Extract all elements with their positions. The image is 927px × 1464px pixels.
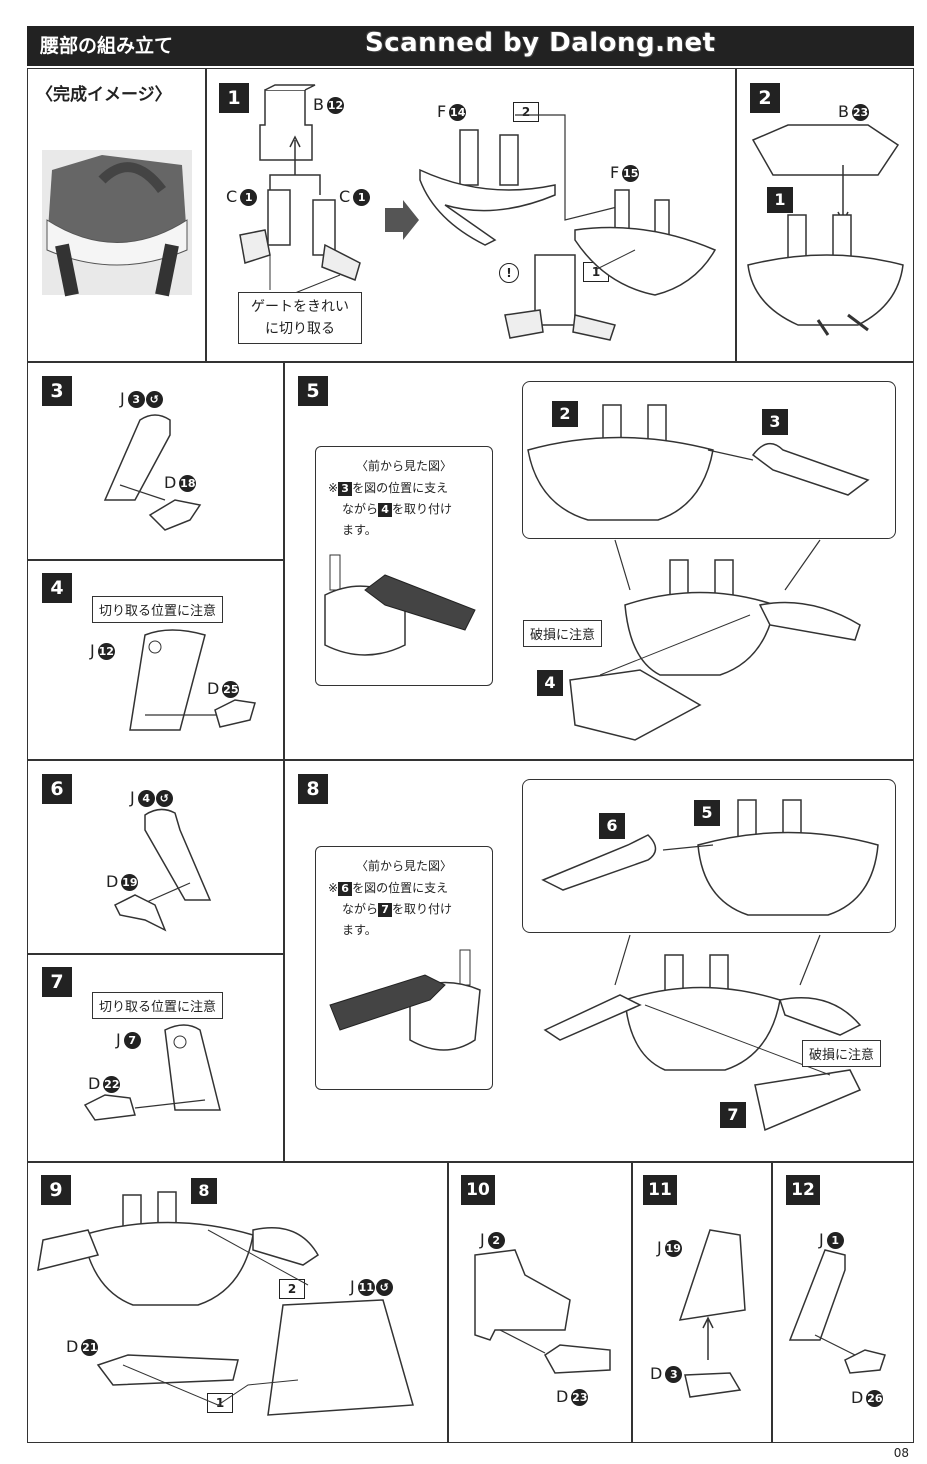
- sequence-1-marker-9: 1: [207, 1392, 233, 1413]
- step5-subassembly-3: 3: [762, 409, 788, 435]
- step8-number: 8: [298, 774, 328, 804]
- step2-drawing: [747, 124, 904, 336]
- header-bar: [27, 26, 914, 66]
- step8-detail-drawing: [541, 799, 879, 916]
- arrow-right-icon: [385, 200, 419, 240]
- step10-number: 10: [461, 1175, 495, 1205]
- damage-caution-5: 破損に注意: [523, 620, 603, 647]
- step4-panel: [27, 559, 285, 761]
- step9-subassembly-8: 8: [191, 1178, 217, 1204]
- callout-pointer-5: [614, 539, 821, 591]
- step5-subassembly-2: 2: [552, 401, 578, 427]
- preview-image: [42, 150, 192, 297]
- preview-panel: [27, 68, 207, 363]
- step5-number: 5: [298, 376, 328, 406]
- step11-number: 11: [643, 1175, 677, 1205]
- watermark: Scanned by Dalong.net: [365, 28, 716, 58]
- step12-number: 12: [786, 1175, 820, 1205]
- front-view-drawing-5: [324, 554, 476, 656]
- step2-subassembly-1: 1: [767, 187, 793, 213]
- step12-panel: [771, 1161, 914, 1443]
- step8-panel: [283, 759, 914, 1163]
- step6-drawing: [113, 808, 212, 932]
- step3-number: 3: [42, 376, 72, 406]
- preview-title: 〈完成イメージ〉: [36, 85, 172, 105]
- front-view-title-8: 〈前から見た図〉: [355, 859, 452, 873]
- step3-panel: [27, 361, 285, 561]
- step3-drawing: [103, 414, 202, 531]
- sequence-2-marker: 2: [513, 101, 539, 122]
- warning-icon: !: [499, 262, 519, 283]
- sequence-2-marker-9: 2: [279, 1278, 305, 1299]
- cut-position-caution-7: 切り取る位置に注意: [92, 992, 224, 1019]
- step6-number: 6: [42, 774, 72, 804]
- step7-panel: [27, 953, 285, 1163]
- step5-assembly-drawing: [569, 559, 861, 741]
- step8-subassembly-7: 7: [720, 1102, 746, 1128]
- step5-subassembly-4: 4: [537, 670, 563, 696]
- step5-detail-drawing: [527, 404, 870, 521]
- step4-number: 4: [42, 573, 72, 603]
- page-number: 08: [893, 1446, 909, 1460]
- step5-panel: [283, 361, 914, 761]
- front-view-title-5: 〈前から見た図〉: [355, 459, 452, 473]
- step9-panel: [27, 1161, 449, 1443]
- step8-subassembly-5: 5: [694, 800, 720, 826]
- step8-subassembly-6: 6: [599, 813, 625, 839]
- step2-number: 2: [750, 83, 780, 113]
- step12-drawing: [788, 1249, 886, 1374]
- callout-pointer-8: [614, 934, 821, 986]
- page-title: 腰部の組み立て: [40, 35, 174, 57]
- step11-panel: [631, 1161, 773, 1443]
- step9-drawing: [37, 1191, 414, 1416]
- step2-panel: [735, 68, 914, 363]
- step10-panel: [447, 1161, 633, 1443]
- cut-position-caution: 切り取る位置に注意: [92, 596, 224, 623]
- front-view-drawing-8: [329, 949, 481, 1051]
- step1-number: 1: [219, 83, 249, 113]
- step1-parts-drawing: [239, 84, 361, 296]
- step10-drawing: [474, 1249, 611, 1374]
- step11-drawing: [678, 1229, 746, 1398]
- step7-number: 7: [42, 967, 72, 997]
- step7-drawing: [83, 1024, 221, 1121]
- step8-assembly-drawing: [543, 954, 862, 1132]
- step1-panel: [205, 68, 737, 363]
- gate-note: ゲートをきれいに切り取る: [238, 292, 362, 344]
- step6-panel: [27, 759, 285, 955]
- step1-assembly-drawing: [419, 114, 717, 341]
- step9-number: 9: [41, 1175, 71, 1205]
- damage-caution-8: 破損に注意: [802, 1040, 882, 1067]
- step4-drawing: [129, 629, 256, 731]
